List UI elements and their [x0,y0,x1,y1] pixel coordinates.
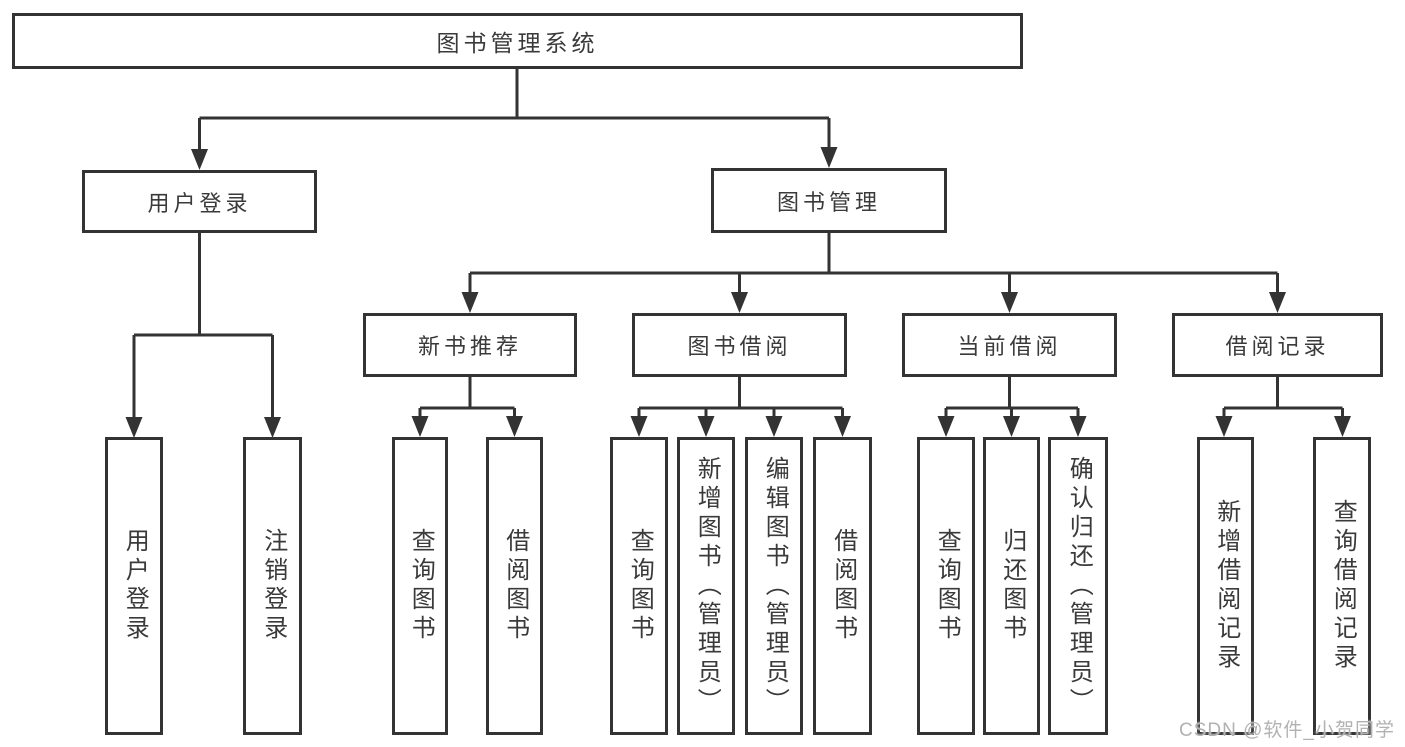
leaf-user-login: 用户登录 [105,437,163,735]
node-borrow-records-label: 借阅记录 [1225,334,1330,359]
leaf-logout-label: 注销登录 [259,528,287,644]
node-current-borrow: 当前借阅 [902,313,1117,377]
node-book-management-label: 图书管理 [776,189,881,215]
csdn-watermark: CSDN @软件_小贺同学 [1179,720,1395,741]
leaf-confirm-return-admin: 确认归还（管理员） [1048,437,1108,735]
leaf-query-books-borrow-label: 查询图书 [626,528,654,644]
node-new-book-recommend: 新书推荐 [363,313,577,377]
leaf-query-books-recommend: 查询图书 [392,437,448,735]
leaf-add-borrow-record-label: 新增借阅记录 [1212,499,1240,673]
leaf-query-books-current: 查询图书 [917,437,975,735]
leaf-logout: 注销登录 [243,437,302,735]
leaf-query-books-recommend-label: 查询图书 [407,528,435,644]
node-user-login-label: 用户登录 [147,190,252,216]
leaf-borrow-books: 借阅图书 [813,437,872,735]
leaf-edit-books-admin: 编辑图书（管理员） [745,437,803,735]
leaf-edit-books-admin-label: 编辑图书（管理员） [761,455,789,717]
leaf-confirm-return-admin-label: 确认归还（管理员） [1065,455,1093,717]
node-root-label: 图书管理系统 [436,30,599,56]
leaf-borrow-books-recommend: 借阅图书 [486,437,543,735]
leaf-add-books-admin-label: 新增图书（管理员） [693,455,721,717]
connector-lines [132,68,1344,420]
leaf-query-books-borrow: 查询图书 [610,437,668,735]
leaf-borrow-books-label: 借阅图书 [829,528,857,644]
node-root-system: 图书管理系统 [12,13,1023,69]
leaf-return-books: 归还图书 [983,437,1040,735]
leaf-query-books-current-label: 查询图书 [933,528,961,644]
leaf-query-borrow-record: 查询借阅记录 [1313,437,1371,735]
leaf-borrow-books-recommend-label: 借阅图书 [501,528,529,644]
leaf-add-books-admin: 新增图书（管理员） [677,437,735,735]
node-current-borrow-label: 当前借阅 [957,334,1062,359]
node-book-management: 图书管理 [711,168,947,233]
leaf-query-borrow-record-label: 查询借阅记录 [1329,499,1357,673]
leaf-return-books-label: 归还图书 [998,528,1026,644]
node-borrow-records: 借阅记录 [1172,313,1383,377]
node-user-login: 用户登录 [82,170,317,233]
leaf-user-login-label: 用户登录 [121,528,149,644]
arrowhead-markers [125,147,1351,438]
node-new-book-recommend-label: 新书推荐 [417,334,522,359]
node-book-borrow: 图书借阅 [632,313,847,377]
leaf-add-borrow-record: 新增借阅记录 [1197,437,1254,735]
node-book-borrow-label: 图书借阅 [687,334,792,359]
